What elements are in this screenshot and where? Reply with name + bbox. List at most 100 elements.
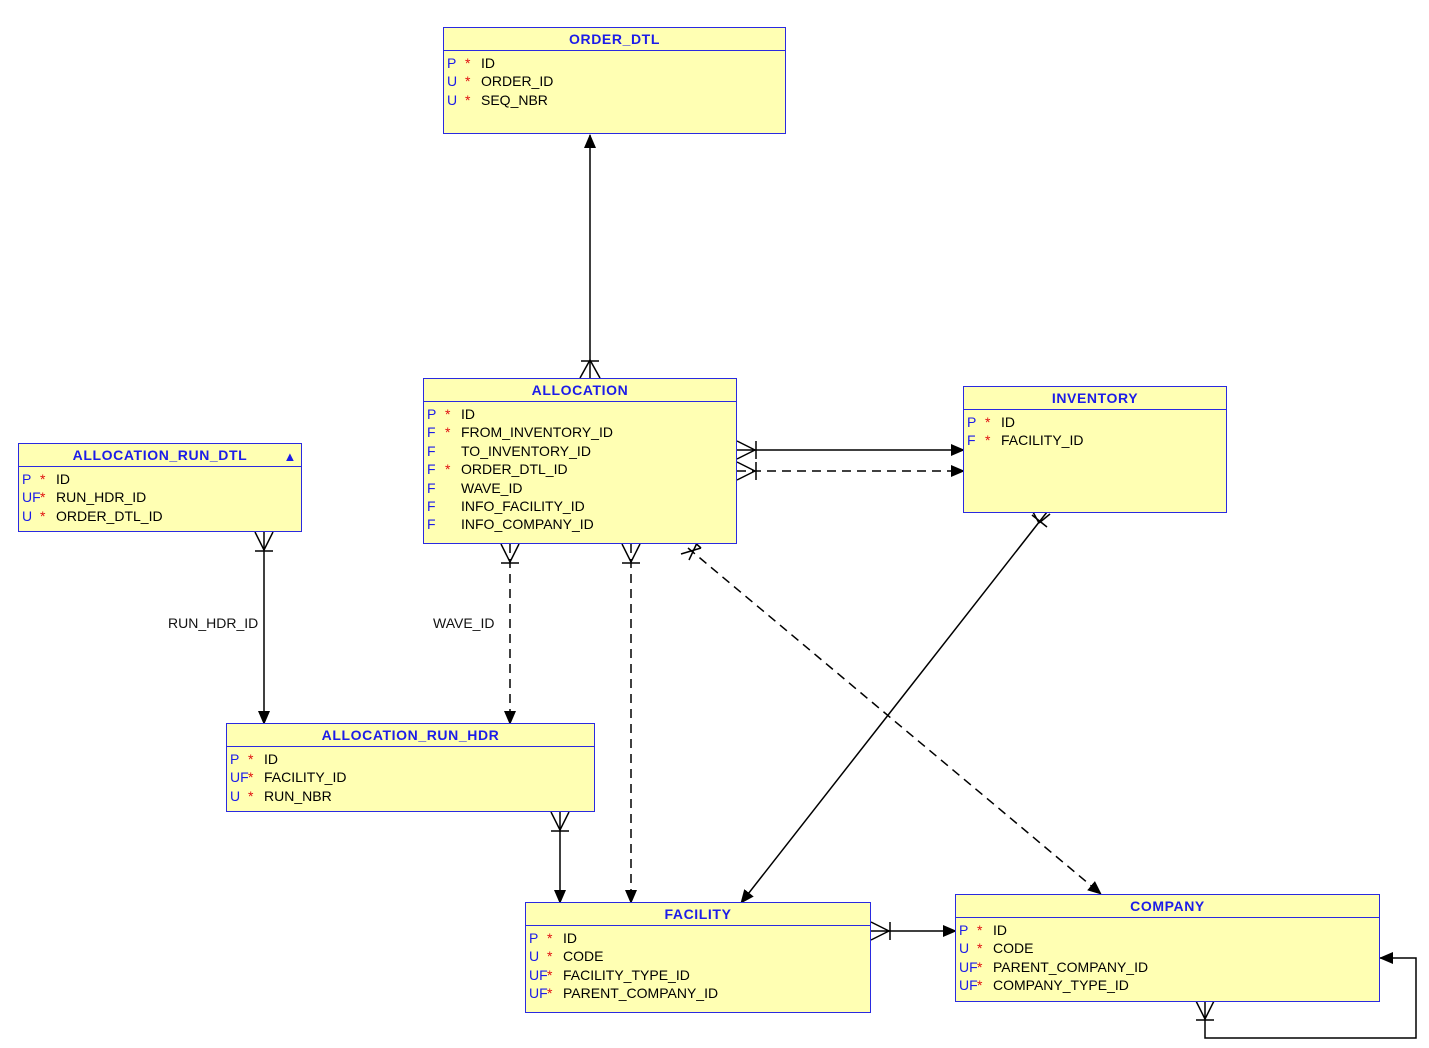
rel-allocation-inventory-from[interactable] xyxy=(736,440,965,460)
column-key-flag: P xyxy=(529,930,539,946)
column-row[interactable]: U*ORDER_ID xyxy=(444,72,785,90)
required-marker: * xyxy=(985,414,991,430)
required-marker: * xyxy=(445,406,451,422)
rel-run-hdr-facility[interactable] xyxy=(550,811,570,904)
column-row[interactable]: F INFO_FACILITY_ID xyxy=(424,497,736,515)
rel-label-wave-id: WAVE_ID xyxy=(433,615,495,631)
required-marker: * xyxy=(248,769,254,786)
column-key-flag: UF xyxy=(959,958,978,975)
column-row[interactable]: F * ORDER_DTL_ID xyxy=(424,460,736,478)
column-key-flag: U xyxy=(230,787,241,804)
column-name: RUN_HDR_ID xyxy=(56,489,147,506)
table-name: ALLOCATION xyxy=(531,382,629,398)
column-key-flag: UF xyxy=(529,985,548,1002)
required-marker: * xyxy=(40,471,46,487)
rel-inventory-facility[interactable] xyxy=(740,511,1051,904)
column-row[interactable]: P*ID xyxy=(956,921,1379,939)
required-marker: * xyxy=(985,432,991,449)
table-title: INVENTORY xyxy=(964,387,1226,410)
rel-allocation-inventory-to[interactable] xyxy=(736,461,965,481)
rel-facility-company[interactable] xyxy=(870,921,957,941)
table-name: FACILITY xyxy=(664,906,732,922)
column-key-flag: F xyxy=(427,461,436,478)
column-name: CODE xyxy=(993,940,1034,957)
required-marker: * xyxy=(445,424,451,441)
table-title: ALLOCATION_RUN_DTL▲ xyxy=(19,444,301,467)
column-name: ORDER_DTL_ID xyxy=(461,461,568,478)
rel-company-parent-company[interactable] xyxy=(1195,952,1417,1039)
column-name: RUN_NBR xyxy=(264,787,332,804)
column-name: INFO_COMPANY_ID xyxy=(461,516,594,533)
column-key-flag: UF xyxy=(22,489,41,506)
required-marker: * xyxy=(465,91,471,108)
column-row[interactable]: UF* PARENT_COMPANY_ID xyxy=(526,984,870,1002)
column-row[interactable]: P*ID xyxy=(444,54,785,72)
column-name: PARENT_COMPANY_ID xyxy=(563,985,719,1002)
required-marker: * xyxy=(977,922,983,938)
column-row[interactable]: U*CODE xyxy=(956,939,1379,957)
required-marker: * xyxy=(248,787,254,804)
column-key-flag: P xyxy=(427,406,437,422)
required-marker: * xyxy=(40,489,46,506)
table-title: ORDER_DTL xyxy=(444,28,785,51)
column-key-flag: P xyxy=(967,414,977,430)
column-name: ID xyxy=(1001,414,1015,430)
column-row[interactable]: UF* RUN_HDR_ID xyxy=(19,488,301,506)
rel-allocation-company[interactable] xyxy=(680,540,1102,895)
column-row[interactable]: P*ID xyxy=(424,405,736,423)
column-row[interactable]: U*ORDER_DTL_ID xyxy=(19,507,301,525)
column-name: TO_INVENTORY_ID xyxy=(461,442,591,459)
column-key-flag: P xyxy=(230,751,240,767)
column-row[interactable]: UF*PARENT_COMPANY_ID xyxy=(956,958,1379,976)
column-row[interactable]: P*ID xyxy=(227,750,594,768)
column-row[interactable]: F INFO_COMPANY_ID xyxy=(424,515,736,533)
column-name: INFO_FACILITY_ID xyxy=(461,497,585,514)
column-name: ID xyxy=(264,751,278,767)
required-marker: * xyxy=(977,940,983,957)
column-key-flag: P xyxy=(22,471,32,487)
column-row[interactable]: UF*FACILITY_ID xyxy=(227,768,594,786)
required-marker: * xyxy=(977,977,983,994)
column-name: CODE xyxy=(563,948,604,965)
column-row[interactable]: P*ID xyxy=(526,929,870,947)
rel-run-dtl-run-hdr[interactable] xyxy=(254,531,274,725)
column-key-flag: U xyxy=(447,91,458,108)
rel-allocation-facility[interactable] xyxy=(621,543,641,904)
column-row[interactable]: P * ID xyxy=(964,413,1226,431)
column-row[interactable]: U * RUN_NBR xyxy=(227,787,594,805)
column-name: ID xyxy=(56,471,70,487)
rel-label-run-hdr-id: RUN_HDR_ID xyxy=(168,615,259,631)
column-row[interactable]: U * SEQ_NBR xyxy=(444,91,785,109)
required-marker: * xyxy=(465,55,471,71)
column-key-flag: F xyxy=(427,516,436,533)
required-marker: * xyxy=(40,507,46,524)
column-key-flag: F xyxy=(427,497,436,514)
column-row[interactable]: UF* COMPANY_TYPE_ID xyxy=(956,976,1379,994)
column-row[interactable]: P * ID xyxy=(19,470,301,488)
column-row[interactable]: U*CODE xyxy=(526,947,870,965)
required-marker: * xyxy=(547,985,553,1002)
column-name: SEQ_NBR xyxy=(481,91,548,108)
required-marker: * xyxy=(465,73,471,90)
column-name: ID xyxy=(563,930,577,946)
required-marker: * xyxy=(445,461,451,478)
rel-allocation-run-hdr-wave[interactable] xyxy=(500,543,520,725)
rel-allocation-order-dtl[interactable] xyxy=(579,134,601,379)
column-row[interactable]: F*FACILITY_ID xyxy=(964,431,1226,449)
column-name: FACILITY_ID xyxy=(1001,432,1084,449)
required-marker: * xyxy=(547,966,553,983)
column-row[interactable]: UF*FACILITY_TYPE_ID xyxy=(526,966,870,984)
column-name: COMPANY_TYPE_ID xyxy=(993,977,1129,994)
column-row[interactable]: F*FROM_INVENTORY_ID xyxy=(424,423,736,441)
column-key-flag: UF xyxy=(959,977,978,994)
